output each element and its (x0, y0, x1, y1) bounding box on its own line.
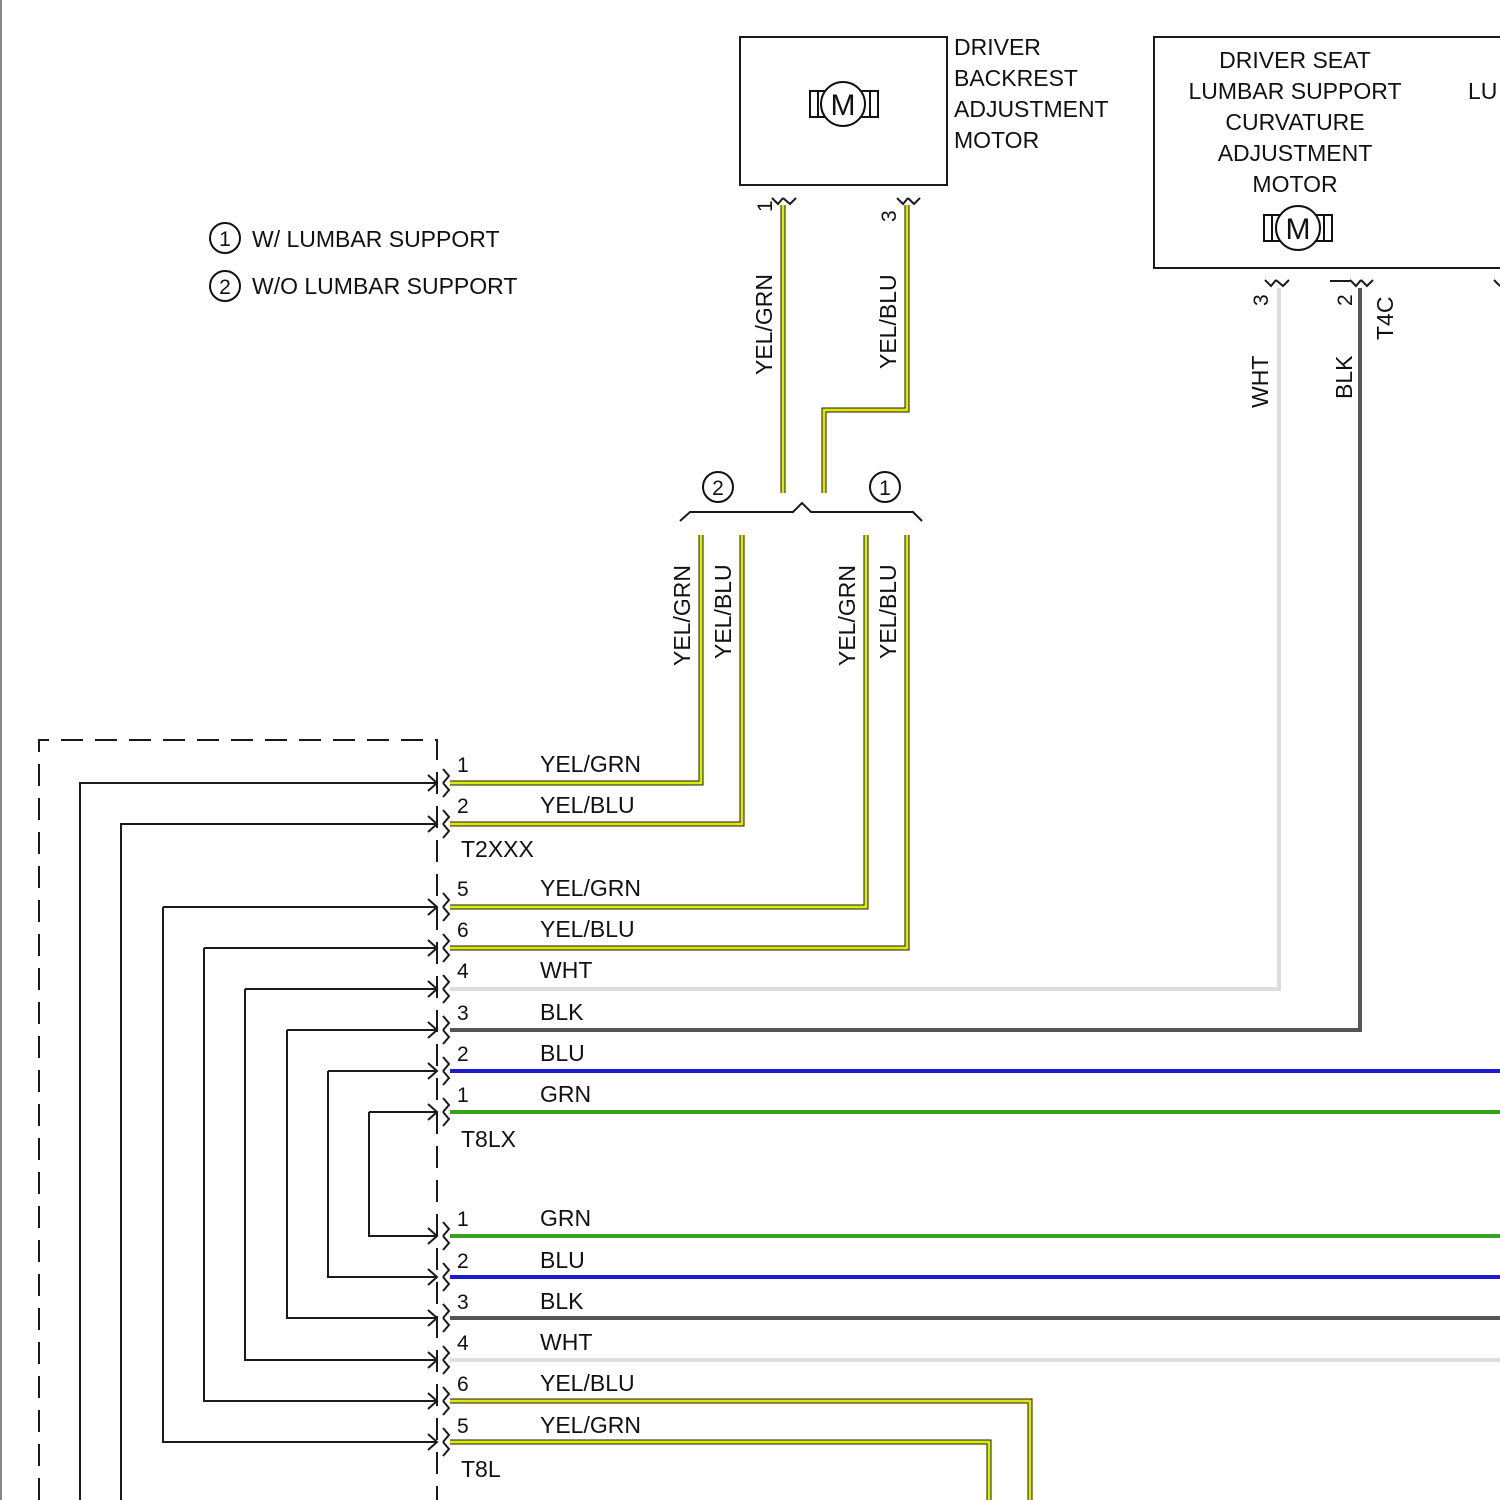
wire-color-label: BLU (540, 1040, 585, 1066)
legend-item-1: 1 W/ LUMBAR SUPPORT (210, 223, 500, 253)
connector-name: T8LX (461, 1126, 516, 1152)
pin-number: 3 (457, 1291, 469, 1314)
label-branch2-a: YEL/GRN (669, 565, 695, 666)
wire-color-label: YEL/BLU (540, 1370, 635, 1396)
pin-number: 5 (457, 1415, 469, 1438)
lumbar-motor: DRIVER SEAT LUMBAR SUPPORT CURVATURE ADJ… (1154, 37, 1500, 340)
backrest-motor-line-1: DRIVER (954, 34, 1041, 60)
lumbar-pin-2: 2 (1334, 294, 1357, 306)
pin-number: 4 (457, 1332, 469, 1355)
adjacent-component-text: LU (1468, 78, 1497, 104)
wire-color-label: YEL/GRN (540, 875, 641, 901)
connector-t2xxx: 1 YEL/GRN 2 YEL/BLU T2XXX (457, 751, 641, 862)
wire-color-label: GRN (540, 1205, 591, 1231)
backrest-motor-line-3: ADJUSTMENT (954, 96, 1109, 122)
label-branch2-b: YEL/BLU (710, 564, 736, 659)
label-branch1-b: YEL/BLU (875, 564, 901, 659)
legend-item-2: 2 W/O LUMBAR SUPPORT (210, 271, 517, 301)
pin-number: 5 (457, 878, 469, 901)
wire-color-label: BLK (540, 999, 584, 1025)
backrest-pin-1: 1 (754, 200, 777, 212)
motor-symbol: M (831, 89, 856, 122)
option-marker-2: 2 (712, 477, 724, 500)
option-bracket: 2 1 (680, 472, 922, 521)
motor-icon: M (1264, 206, 1332, 250)
pin-number: 1 (457, 754, 469, 777)
motor-symbol: M (1286, 213, 1311, 246)
label-lumbar-pin3: WHT (1247, 356, 1273, 408)
wire-t8l-5 (450, 1442, 989, 1500)
wire-color-label: BLK (540, 1288, 584, 1314)
connector-name: T8L (461, 1456, 501, 1482)
wire-t8l-6 (450, 1401, 1030, 1500)
wire-color-label: GRN (540, 1081, 591, 1107)
backrest-motor: M DRIVER BACKREST ADJUSTMENT MOTOR 1 3 (740, 34, 1109, 222)
legend: 1 W/ LUMBAR SUPPORT 2 W/O LUMBAR SUPPORT (210, 223, 517, 301)
pin-number: 1 (457, 1208, 469, 1231)
wire-color-label: WHT (540, 1329, 592, 1355)
lumbar-motor-line-2: LUMBAR SUPPORT (1188, 78, 1401, 104)
lumbar-motor-line-4: ADJUSTMENT (1218, 140, 1373, 166)
wire-t2xxx-1 (450, 535, 701, 783)
vertical-wire-labels: YEL/GRN YEL/BLU YEL/GRN YEL/BLU YEL/GRN … (669, 274, 1357, 666)
pin-number: 1 (457, 1084, 469, 1107)
wire-color-label: YEL/BLU (540, 792, 635, 818)
lumbar-motor-line-5: MOTOR (1252, 171, 1337, 197)
label-backrest-pin3: YEL/BLU (875, 274, 901, 369)
legend-text-1: W/ LUMBAR SUPPORT (252, 226, 500, 252)
connector-name: T2XXX (461, 836, 534, 862)
seat-module (39, 740, 437, 1500)
label-backrest-pin1: YEL/GRN (751, 274, 777, 375)
backrest-motor-line-4: MOTOR (954, 127, 1039, 153)
wire-color-label: YEL/GRN (540, 751, 641, 777)
backrest-pin-3: 3 (878, 210, 901, 222)
motor-icon: M (810, 82, 878, 126)
label-branch1-a: YEL/GRN (834, 565, 860, 666)
wire-color-label: YEL/GRN (540, 1412, 641, 1438)
backrest-motor-line-2: BACKREST (954, 65, 1078, 91)
pin-number: 2 (457, 1250, 469, 1273)
wire-color-label: YEL/BLU (540, 916, 635, 942)
label-lumbar-pin2: BLK (1331, 355, 1357, 399)
pin-number: 2 (457, 795, 469, 818)
pin-number: 6 (457, 1373, 469, 1396)
module-dashed-outline (39, 740, 437, 1500)
legend-num-1: 1 (219, 228, 231, 251)
legend-text-2: W/O LUMBAR SUPPORT (252, 273, 517, 299)
lumbar-pin-3: 3 (1250, 294, 1273, 306)
connector-t4c: T4C (1372, 297, 1398, 340)
legend-num-2: 2 (219, 276, 231, 299)
lumbar-motor-line-1: DRIVER SEAT (1219, 47, 1371, 73)
pin-number: 2 (457, 1043, 469, 1066)
pin-number: 4 (457, 960, 469, 983)
lumbar-motor-line-3: CURVATURE (1225, 109, 1364, 135)
wire-color-label: BLU (540, 1247, 585, 1273)
option-marker-1: 1 (879, 477, 891, 500)
pin-number: 6 (457, 919, 469, 942)
wire-color-label: WHT (540, 957, 592, 983)
pin-number: 3 (457, 1002, 469, 1025)
